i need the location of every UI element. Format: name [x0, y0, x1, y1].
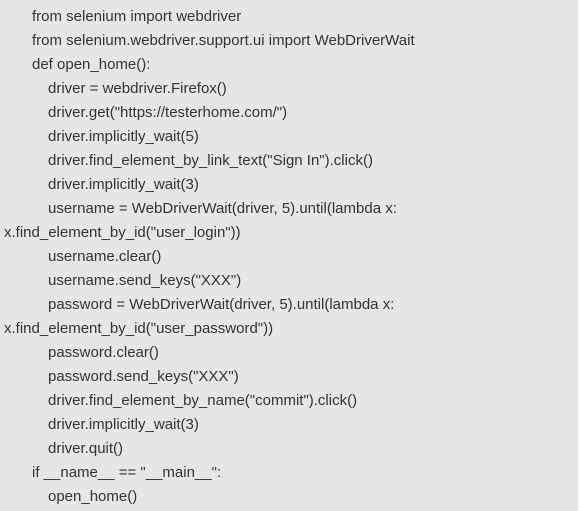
code-line: def open_home(): — [32, 56, 151, 73]
code-line: username.clear() — [48, 248, 162, 265]
code-line: username = WebDriverWait(driver, 5).unti… — [48, 200, 397, 217]
code-line: password = WebDriverWait(driver, 5).unti… — [48, 296, 395, 313]
code-line: driver.implicitly_wait(3) — [48, 416, 199, 433]
code-line: driver.find_element_by_name("commit").cl… — [48, 392, 358, 409]
code-line: x.find_element_by_id("user_password")) — [4, 320, 274, 337]
code-line: driver.find_element_by_link_text("Sign I… — [48, 152, 373, 169]
code-line: username.send_keys("XXX") — [48, 272, 242, 289]
code-line: driver.implicitly_wait(3) — [48, 176, 199, 193]
code-line: password.send_keys("XXX") — [48, 368, 239, 385]
code-line: driver.get("https://testerhome.com/") — [48, 104, 288, 121]
code-line: password.clear() — [48, 344, 159, 361]
code-line: from selenium import webdriver — [32, 8, 242, 25]
code-line: driver.quit() — [48, 440, 124, 457]
code-line: driver.implicitly_wait(5) — [48, 128, 199, 145]
code-line: if __name__ == "__main__": — [32, 464, 222, 481]
code-line: driver = webdriver.Firefox() — [48, 80, 227, 97]
code-line: x.find_element_by_id("user_login")) — [4, 224, 241, 241]
code-line: from selenium.webdriver.support.ui impor… — [32, 32, 415, 49]
code-line: open_home() — [48, 488, 138, 505]
